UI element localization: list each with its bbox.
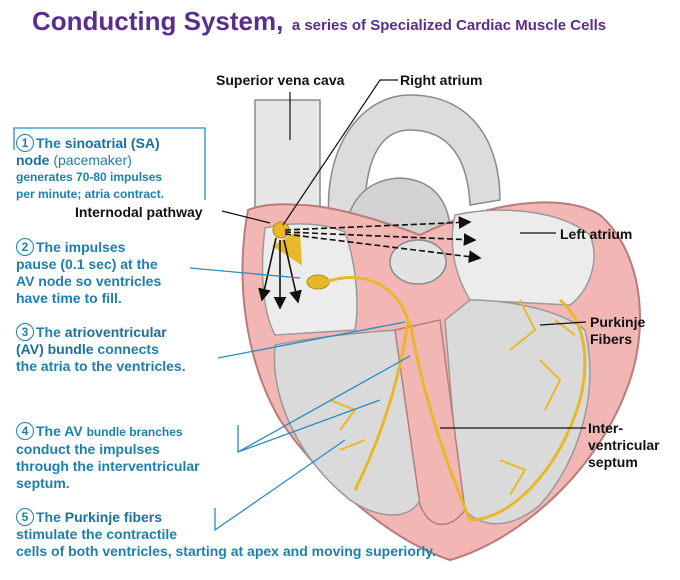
label-purkinje-fibers: Purkinje Fibers (590, 314, 645, 348)
label-septum-line3: septum (588, 454, 638, 470)
step-5-highlight: Purkinje fibers (64, 509, 163, 525)
impulse-arrow-down-3 (283, 239, 302, 304)
label-left-atrium: Left atrium (560, 226, 633, 242)
left-ventricle-chamber (444, 299, 591, 525)
leader-step-5 (214, 439, 346, 532)
leader-step-4 (237, 355, 411, 454)
right-bundle-branch (353, 319, 410, 491)
av-node (306, 274, 330, 290)
right-ventricle-chamber (273, 329, 421, 516)
superior-vena-cava (254, 99, 321, 216)
aortic-arch (327, 94, 501, 231)
impulse-arrow-3 (284, 233, 482, 263)
label-septum-line2: ventricular (588, 437, 660, 453)
av-bundle (325, 276, 410, 321)
purkinje-fibers (329, 299, 576, 496)
step-1-highlight: sinoatrial (SA) (64, 135, 160, 151)
left-bundle-branch (408, 298, 587, 522)
label-internodal-pathway: Internodal pathway (75, 204, 203, 220)
impulse-arrow-2 (284, 231, 477, 246)
label-purkinje-line1: Purkinje (590, 314, 646, 330)
leader-right-atrium (282, 79, 398, 226)
label-septum-line1: Inter- (588, 420, 623, 436)
leader-step-2 (189, 267, 301, 279)
leader-step-1 (13, 127, 206, 200)
impulse-arrow-1 (284, 216, 472, 231)
label-superior-vena-cava: Superior vena cava (216, 72, 345, 88)
step-4-number: 4 (16, 422, 34, 440)
step-3-number: 3 (16, 323, 34, 341)
step-2-number: 2 (16, 238, 34, 256)
step-1-number: 1 (16, 134, 34, 152)
leader-step-3 (217, 321, 406, 359)
label-interventricular-septum: Inter- ventricular septum (588, 420, 660, 471)
diagram-title: Conducting System, a series of Specializ… (32, 6, 606, 37)
sa-av-yellow-arrow (272, 229, 303, 266)
label-purkinje-line2: Fibers (590, 331, 633, 347)
leader-internodal (221, 210, 271, 224)
leader-purkinje (539, 321, 587, 326)
step-3-highlight: atrioventricular (64, 324, 167, 340)
title-subtitle: a series of Specialized Cardiac Muscle C… (291, 17, 607, 34)
title-main: Conducting System, (32, 6, 284, 36)
pulmonary-valve (389, 239, 447, 285)
left-atrium-chamber (451, 209, 595, 306)
step-5-number: 5 (16, 508, 34, 526)
label-right-atrium: Right atrium (400, 72, 483, 88)
impulse-arrow-down-1 (258, 237, 277, 302)
